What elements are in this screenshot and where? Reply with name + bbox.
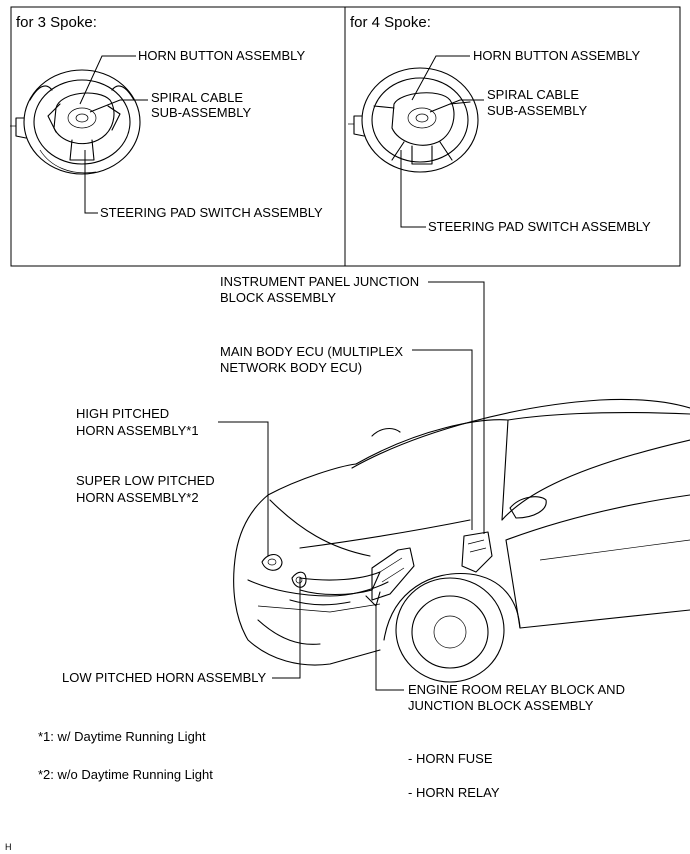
super-low-horn-label-2: HORN ASSEMBLY*2	[76, 490, 199, 505]
horn-fuse-item: - HORN FUSE	[408, 751, 493, 766]
figure-code: H	[5, 842, 12, 852]
four-spoke-steering-wheel-drawing	[348, 67, 479, 173]
leader-low-pitched-horn	[272, 588, 301, 679]
leader-right-spiral-cable	[429, 99, 484, 113]
right-spiral-cable-label-2: SUB-ASSEMBLY	[487, 103, 588, 118]
right-spiral-cable-label-1: SPIRAL CABLE	[487, 87, 579, 102]
left-steering-pad-label: STEERING PAD SWITCH ASSEMBLY	[100, 205, 323, 220]
leader-main-body-ecu	[412, 349, 473, 530]
leader-left-steering-pad	[84, 150, 98, 214]
instrument-panel-label-2: BLOCK ASSEMBLY	[220, 290, 336, 305]
footnote-1: *1: w/ Daytime Running Light	[38, 729, 206, 744]
footnote-2: *2: w/o Daytime Running Light	[38, 767, 213, 782]
main-body-ecu-label-2: NETWORK BODY ECU)	[220, 360, 362, 375]
leader-right-steering-pad	[400, 150, 426, 228]
left-horn-button-label: HORN BUTTON ASSEMBLY	[138, 48, 305, 63]
left-spiral-cable-label-1: SPIRAL CABLE	[151, 90, 243, 105]
engine-room-relay-label-2: JUNCTION BLOCK ASSEMBLY	[408, 698, 594, 713]
engine-room-relay-label-1: ENGINE ROOM RELAY BLOCK AND	[408, 682, 625, 697]
leader-engine-room-relay	[375, 604, 404, 691]
right-steering-pad-label: STEERING PAD SWITCH ASSEMBLY	[428, 219, 651, 234]
leader-right-horn-button	[411, 55, 470, 101]
leader-left-spiral-cable	[89, 99, 148, 113]
leader-left-horn-button	[79, 55, 136, 105]
right-horn-button-label: HORN BUTTON ASSEMBLY	[473, 48, 640, 63]
main-body-ecu-label-1: MAIN BODY ECU (MULTIPLEX	[220, 344, 403, 359]
super-low-horn-label-1: SUPER LOW PITCHED	[76, 473, 215, 488]
horn-relay-item: - HORN RELAY	[408, 785, 500, 800]
low-pitched-horn-label: LOW PITCHED HORN ASSEMBLY	[62, 670, 267, 685]
leader-instrument-panel	[428, 281, 485, 534]
left-panel-title: for 3 Spoke:	[16, 14, 97, 31]
high-pitched-horn-label-2: HORN ASSEMBLY*1	[76, 423, 199, 438]
high-pitched-horn-label-1: HIGH PITCHED	[76, 406, 169, 421]
left-spiral-cable-label-2: SUB-ASSEMBLY	[151, 105, 252, 120]
right-panel-title: for 4 Spoke:	[350, 14, 431, 31]
instrument-panel-label-1: INSTRUMENT PANEL JUNCTION	[220, 274, 419, 289]
vehicle-front-drawing	[233, 398, 690, 683]
leader-high-pitched-horn	[218, 421, 269, 556]
three-spoke-steering-wheel-drawing	[10, 69, 141, 175]
